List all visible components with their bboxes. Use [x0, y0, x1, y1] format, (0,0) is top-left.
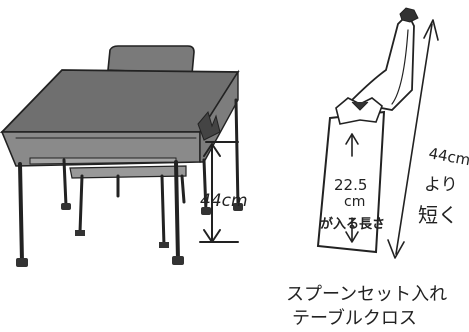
vertical-note-44cm: 44cm: [427, 144, 469, 169]
length-arrow-icon: [387, 19, 439, 259]
pouch-illustration: [316, 7, 419, 254]
vertical-note-yori: より: [424, 175, 458, 195]
caption-spoon-set-case: スプーンセット入れ: [286, 284, 447, 305]
pouch-length-value: 22.5: [334, 176, 367, 194]
desk-illustration: [0, 45, 243, 267]
fits-length-label: が入る長さ: [320, 216, 385, 232]
caption-tablecloth: テーブルクロス: [292, 307, 417, 329]
height-arrow-icon: [199, 141, 239, 243]
desk-height-label: 44cm: [200, 191, 248, 211]
pouch-length-unit: cm: [344, 194, 365, 210]
vertical-note-mijikaku: 短く: [418, 203, 458, 227]
pouch-arrow-icon: [345, 133, 359, 243]
chair-illustration: [69, 45, 195, 248]
